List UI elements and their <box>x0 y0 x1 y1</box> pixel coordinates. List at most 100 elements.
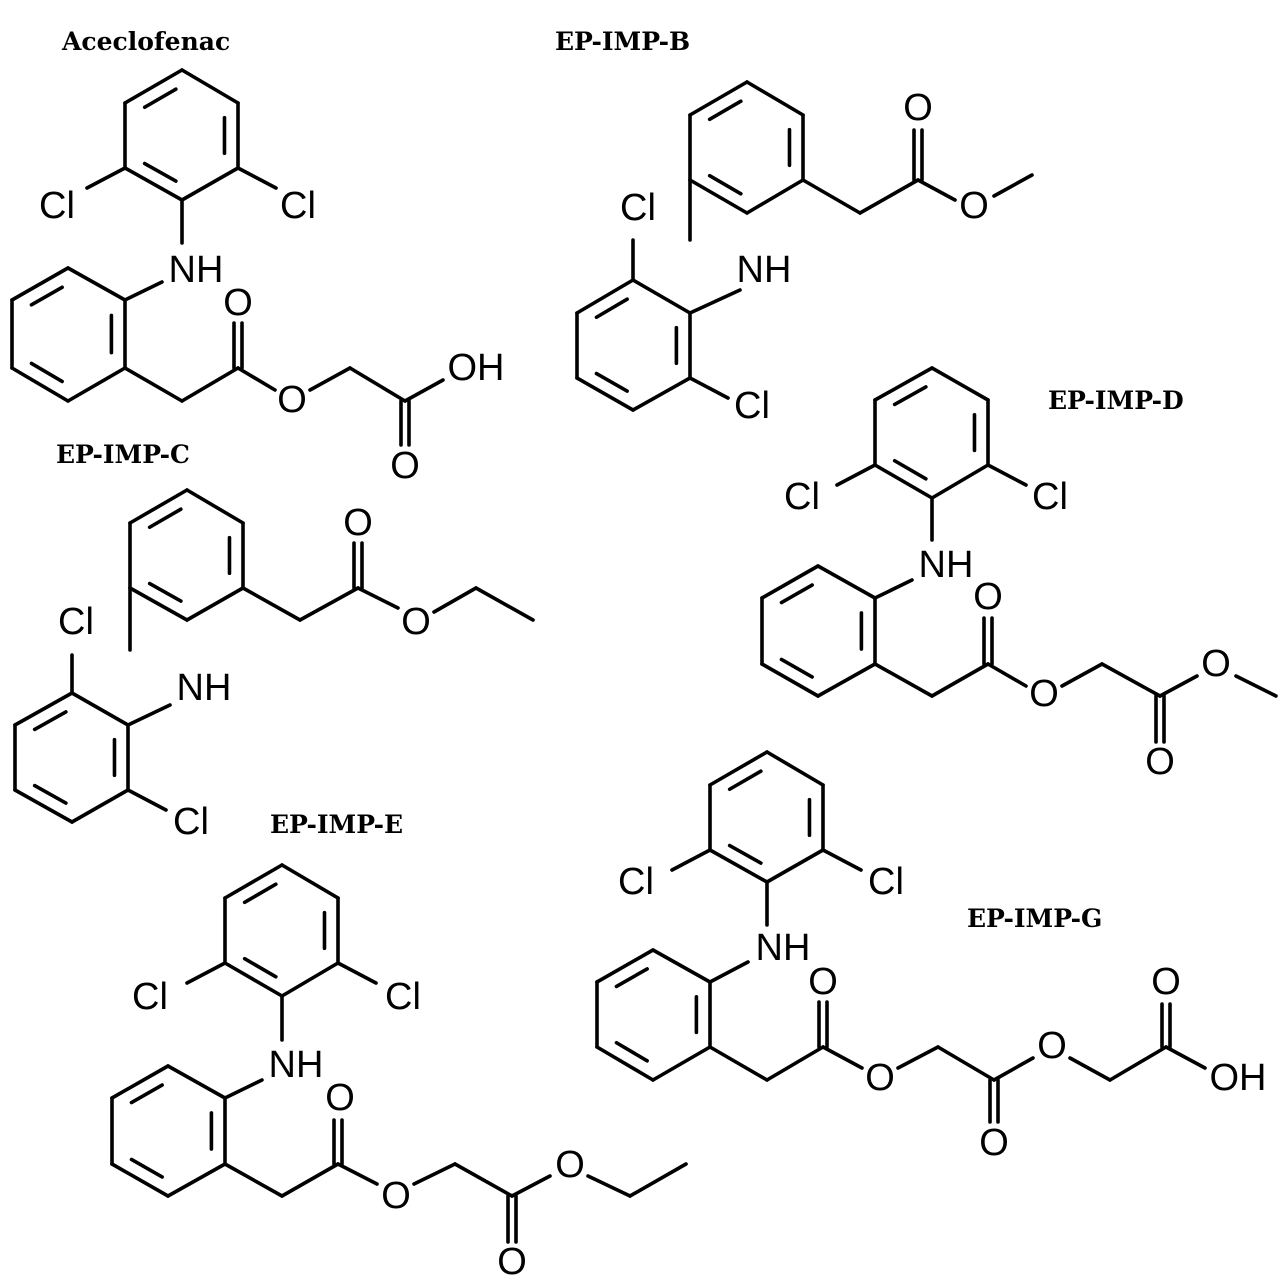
bond <box>348 366 407 403</box>
ring-double-bond <box>779 657 814 679</box>
ring-bond <box>873 366 934 402</box>
ring-bond <box>760 564 820 600</box>
bond <box>896 1045 940 1070</box>
bond <box>708 960 750 984</box>
ring-bond <box>631 278 692 315</box>
ring-bond <box>166 1064 227 1100</box>
ring-bond <box>10 366 70 403</box>
oxygen-label: O <box>808 961 838 1003</box>
hydroxyl-label: OH <box>448 347 505 389</box>
ring-double-bond <box>242 882 278 905</box>
title-ep-imp-b: EP-IMP-B <box>555 27 691 56</box>
ring-bond <box>70 691 130 727</box>
chlorine-label: Cl <box>618 861 654 903</box>
ring-bond <box>280 961 340 998</box>
amine-label: NH <box>737 249 792 291</box>
bond <box>628 1162 688 1198</box>
bond <box>298 586 360 622</box>
ring-bond <box>180 68 240 105</box>
ring-bond <box>66 266 127 302</box>
bond <box>765 1045 825 1082</box>
ring-double-bond <box>614 967 649 989</box>
ring-bond <box>13 788 74 824</box>
ring-bond <box>595 1045 655 1082</box>
chlorine-label: Cl <box>39 185 75 227</box>
ring-bond <box>110 1162 170 1198</box>
bond <box>280 1162 340 1198</box>
ring-bond <box>185 488 245 525</box>
ring-bond <box>651 1045 712 1082</box>
amine-label: NH <box>177 667 232 709</box>
bond <box>223 1078 264 1100</box>
ring-double-bond <box>147 507 183 530</box>
oxygen-label: O <box>223 282 253 324</box>
chlorine-label: Cl <box>385 976 421 1018</box>
bond <box>1234 674 1278 698</box>
ring-bond <box>708 848 769 884</box>
bond <box>858 178 920 215</box>
ring-bond <box>765 750 825 787</box>
oxygen-label: O <box>401 601 431 643</box>
oxygen-label: O <box>381 1175 411 1217</box>
bond <box>670 848 712 872</box>
ring-double-bond <box>32 710 68 732</box>
ring-bond <box>128 586 189 622</box>
bond <box>510 1174 552 1198</box>
ring-bond <box>166 1162 227 1198</box>
ring-bond <box>180 166 240 202</box>
bond <box>185 961 227 985</box>
ring-double-bond <box>142 161 178 183</box>
ring-bond <box>745 80 805 117</box>
bond <box>1068 1056 1112 1082</box>
bond <box>835 463 877 487</box>
ring-bond <box>816 564 877 600</box>
bond <box>1100 662 1162 698</box>
oxygen-label: O <box>865 1057 895 1099</box>
ring-double-bond <box>129 1083 164 1105</box>
chlorine-label: Cl <box>868 861 904 903</box>
bond <box>801 178 862 215</box>
oxygen-label: O <box>497 1241 527 1280</box>
ring-bond <box>745 178 805 215</box>
bond <box>123 366 184 403</box>
bond <box>180 366 240 403</box>
ring-double-bond <box>707 173 743 196</box>
amine-label: NH <box>269 1044 324 1086</box>
ring-double-bond <box>29 285 64 307</box>
ring-double-bond <box>29 361 64 384</box>
bond <box>1108 1045 1168 1082</box>
bond <box>126 788 168 812</box>
ring-bond <box>651 948 712 984</box>
ring-bond <box>816 662 877 698</box>
oxygen-label: O <box>903 87 933 129</box>
bond <box>986 463 1028 487</box>
ring-double-bond <box>727 843 763 865</box>
bond <box>236 366 277 392</box>
ring-double-bond <box>32 783 68 805</box>
ring-bond <box>688 80 749 117</box>
bond <box>241 586 302 622</box>
oxygen-label: O <box>1151 961 1181 1003</box>
bond <box>992 1056 1035 1082</box>
bond <box>474 586 535 622</box>
ring-bond <box>708 750 769 787</box>
ring-bond <box>873 463 934 500</box>
oxygen-label: O <box>390 445 420 487</box>
title-ep-imp-c: EP-IMP-C <box>56 440 190 469</box>
ring-bond <box>123 68 184 105</box>
ring-double-bond <box>892 458 928 481</box>
ring-bond <box>10 266 70 302</box>
title-ep-imp-g: EP-IMP-G <box>967 904 1103 933</box>
ring-double-bond <box>147 581 183 603</box>
oxygen-label: O <box>555 1144 585 1186</box>
bond <box>688 288 742 315</box>
bond <box>1060 662 1104 688</box>
ring-double-bond <box>594 371 629 393</box>
hydroxyl-label: OH <box>1210 1057 1267 1099</box>
ring-bond <box>765 848 825 884</box>
bond <box>916 178 957 202</box>
ring-bond <box>128 488 189 525</box>
bond <box>821 848 863 872</box>
